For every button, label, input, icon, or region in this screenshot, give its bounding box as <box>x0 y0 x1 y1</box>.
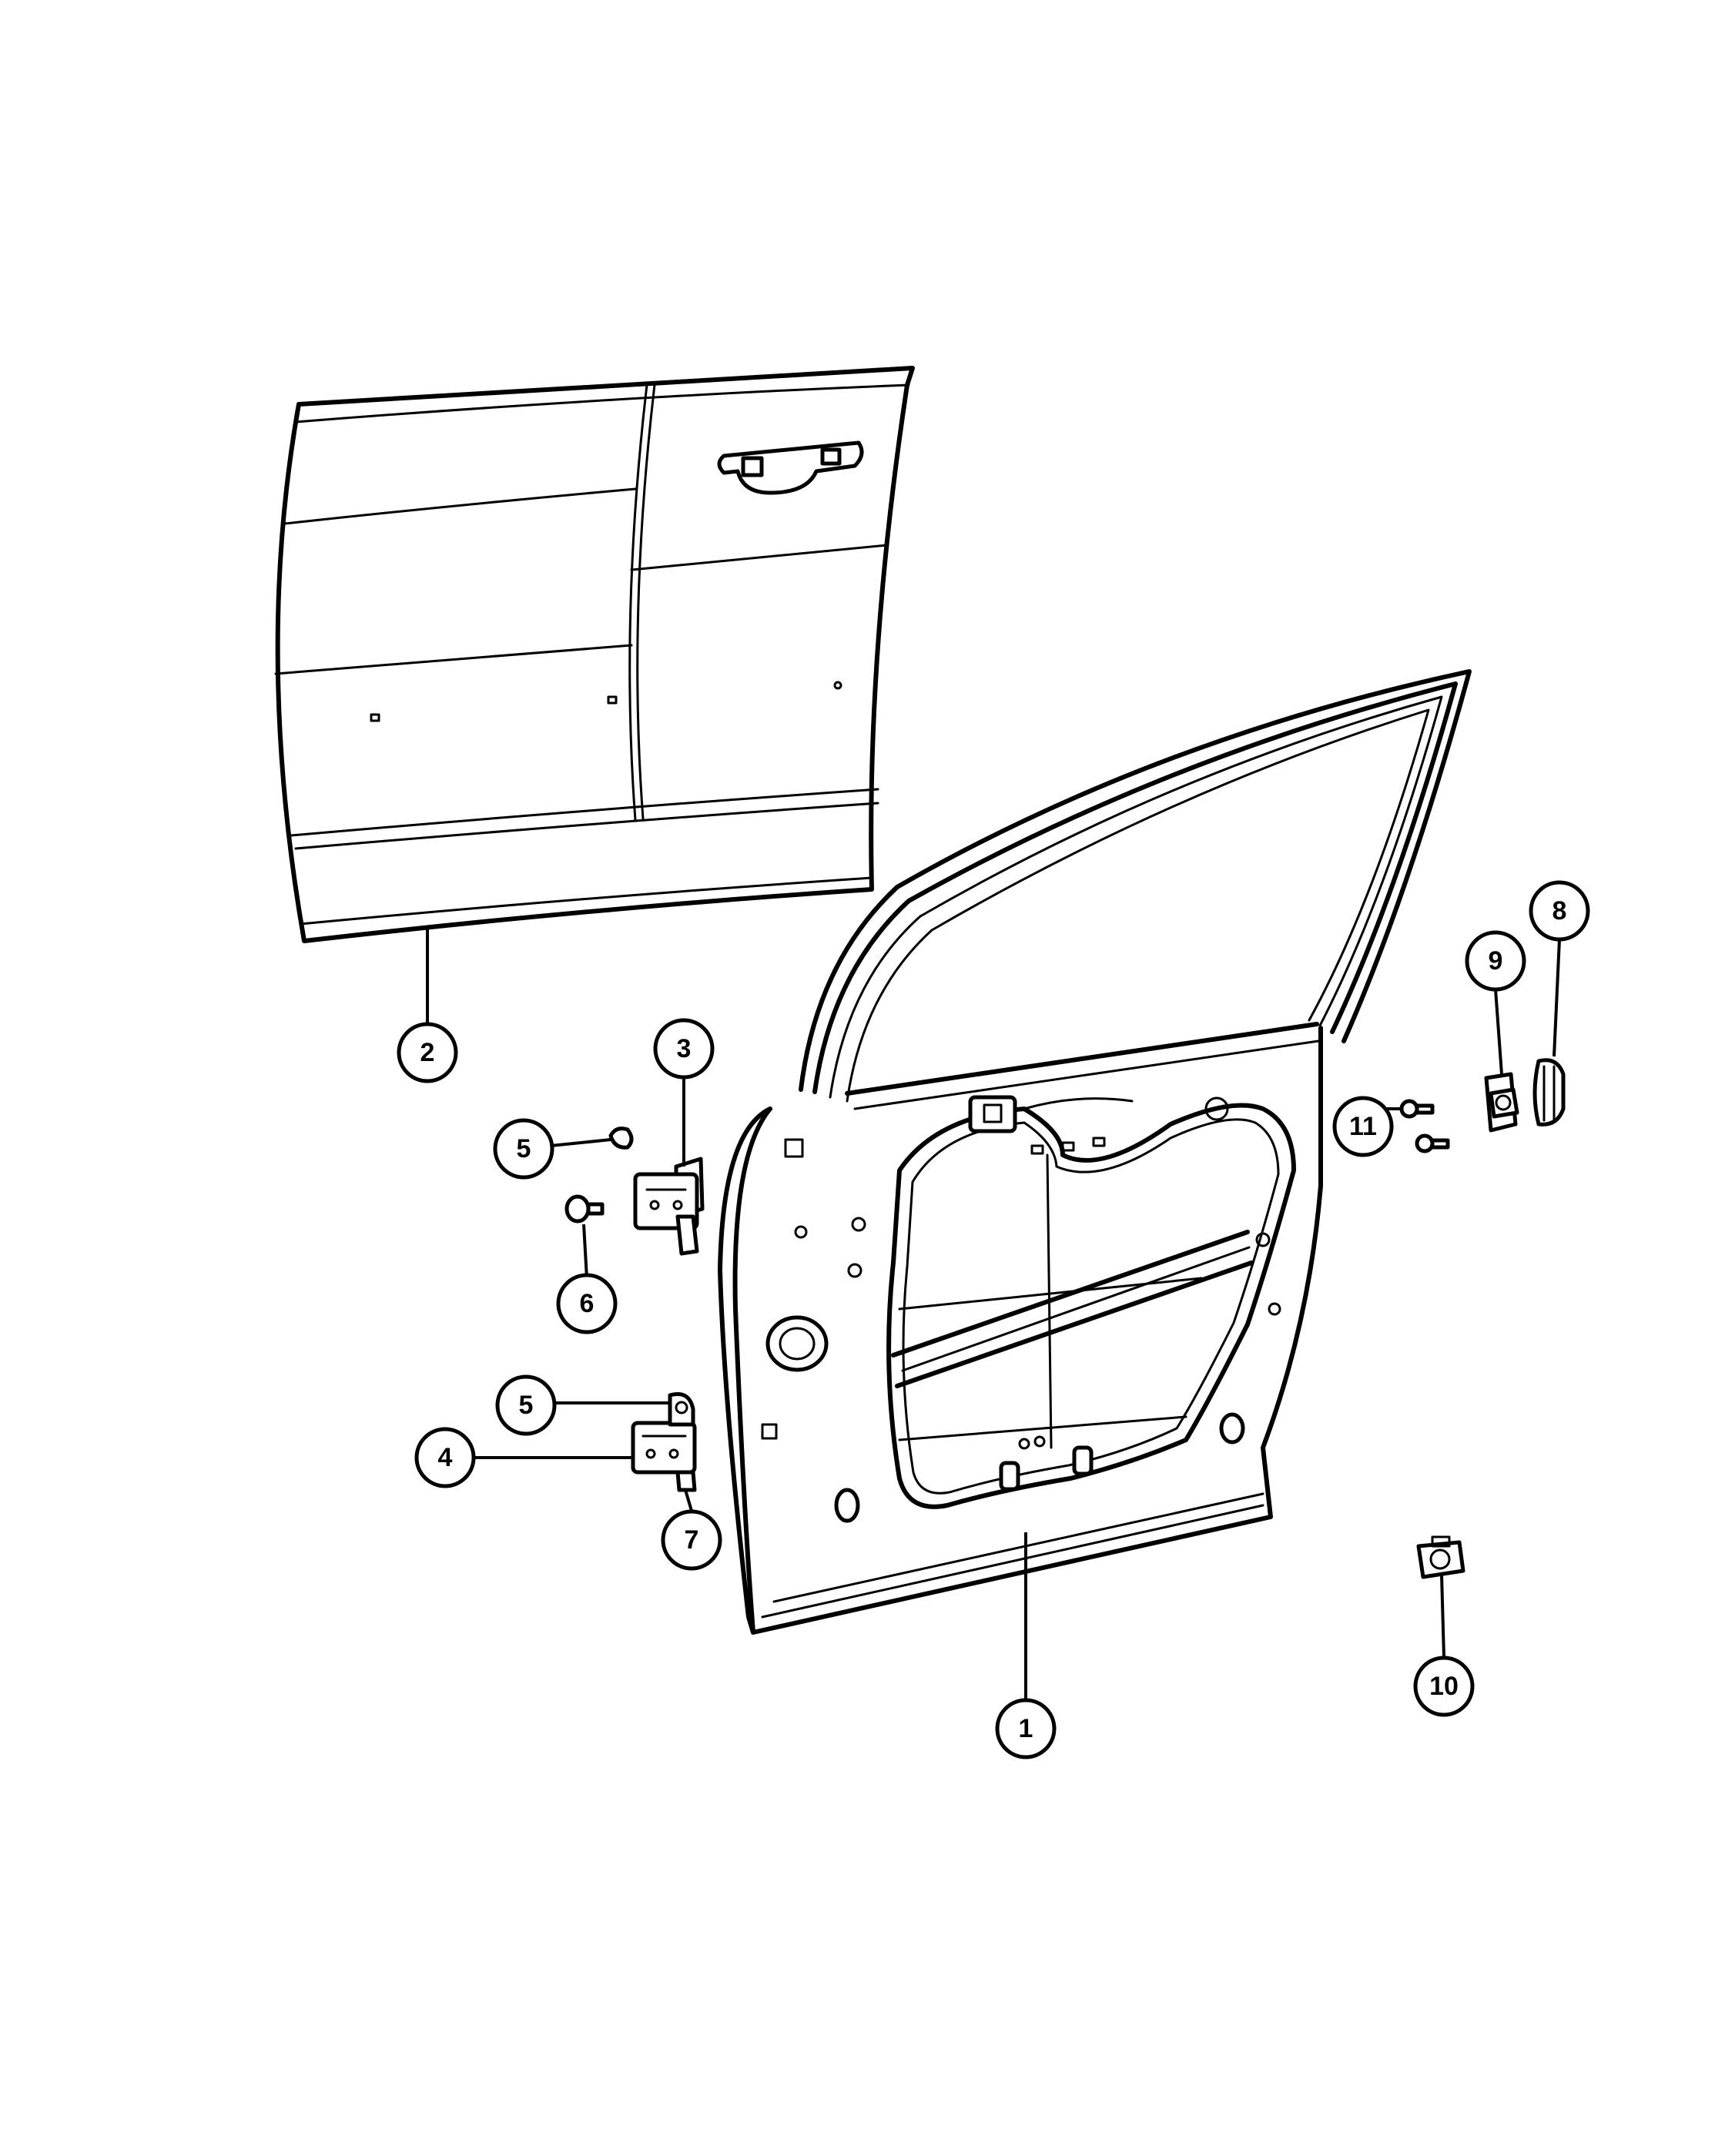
callout-11: 11 <box>1332 1096 1394 1157</box>
callout-2-label: 2 <box>420 1038 435 1067</box>
callout-8-label: 8 <box>1552 896 1567 926</box>
door-striker <box>1484 1072 1519 1133</box>
callout-5-upper: 5 <box>493 1118 554 1180</box>
hinge-bolt-upper <box>608 1127 634 1150</box>
callout-9: 9 <box>1465 930 1526 992</box>
callout-6: 6 <box>556 1273 618 1334</box>
door-frame <box>718 669 1472 1635</box>
callout-10-label: 10 <box>1429 1672 1459 1701</box>
callout-2: 2 <box>397 1022 458 1083</box>
callout-3: 3 <box>653 1018 715 1080</box>
callout-11-label: 11 <box>1349 1112 1377 1141</box>
callout-4: 4 <box>414 1427 476 1488</box>
callout-5-upper-label: 5 <box>517 1134 531 1163</box>
callout-8: 8 <box>1529 880 1590 942</box>
upper-hinge <box>633 1157 705 1256</box>
hinge-screw <box>564 1194 605 1224</box>
callout-3-label: 3 <box>677 1034 692 1063</box>
callout-7: 7 <box>661 1509 722 1571</box>
striker-screws <box>1399 1099 1450 1153</box>
callout-6-label: 6 <box>580 1289 595 1318</box>
callout-5-lower: 5 <box>495 1374 557 1436</box>
callout-1-label: 1 <box>1019 1714 1033 1743</box>
callout-1: 1 <box>995 1698 1057 1759</box>
callout-7-label: 7 <box>685 1525 699 1555</box>
outer-door-panel <box>274 366 915 943</box>
cage-nut <box>1416 1535 1465 1579</box>
callout-5-lower-label: 5 <box>519 1391 534 1420</box>
callout-10: 10 <box>1413 1656 1475 1717</box>
grommet <box>1532 1058 1566 1127</box>
lower-hinge <box>631 1392 697 1492</box>
callout-9-label: 9 <box>1489 946 1503 976</box>
callout-4-label: 4 <box>438 1443 453 1472</box>
leader-lines <box>426 928 1561 1700</box>
